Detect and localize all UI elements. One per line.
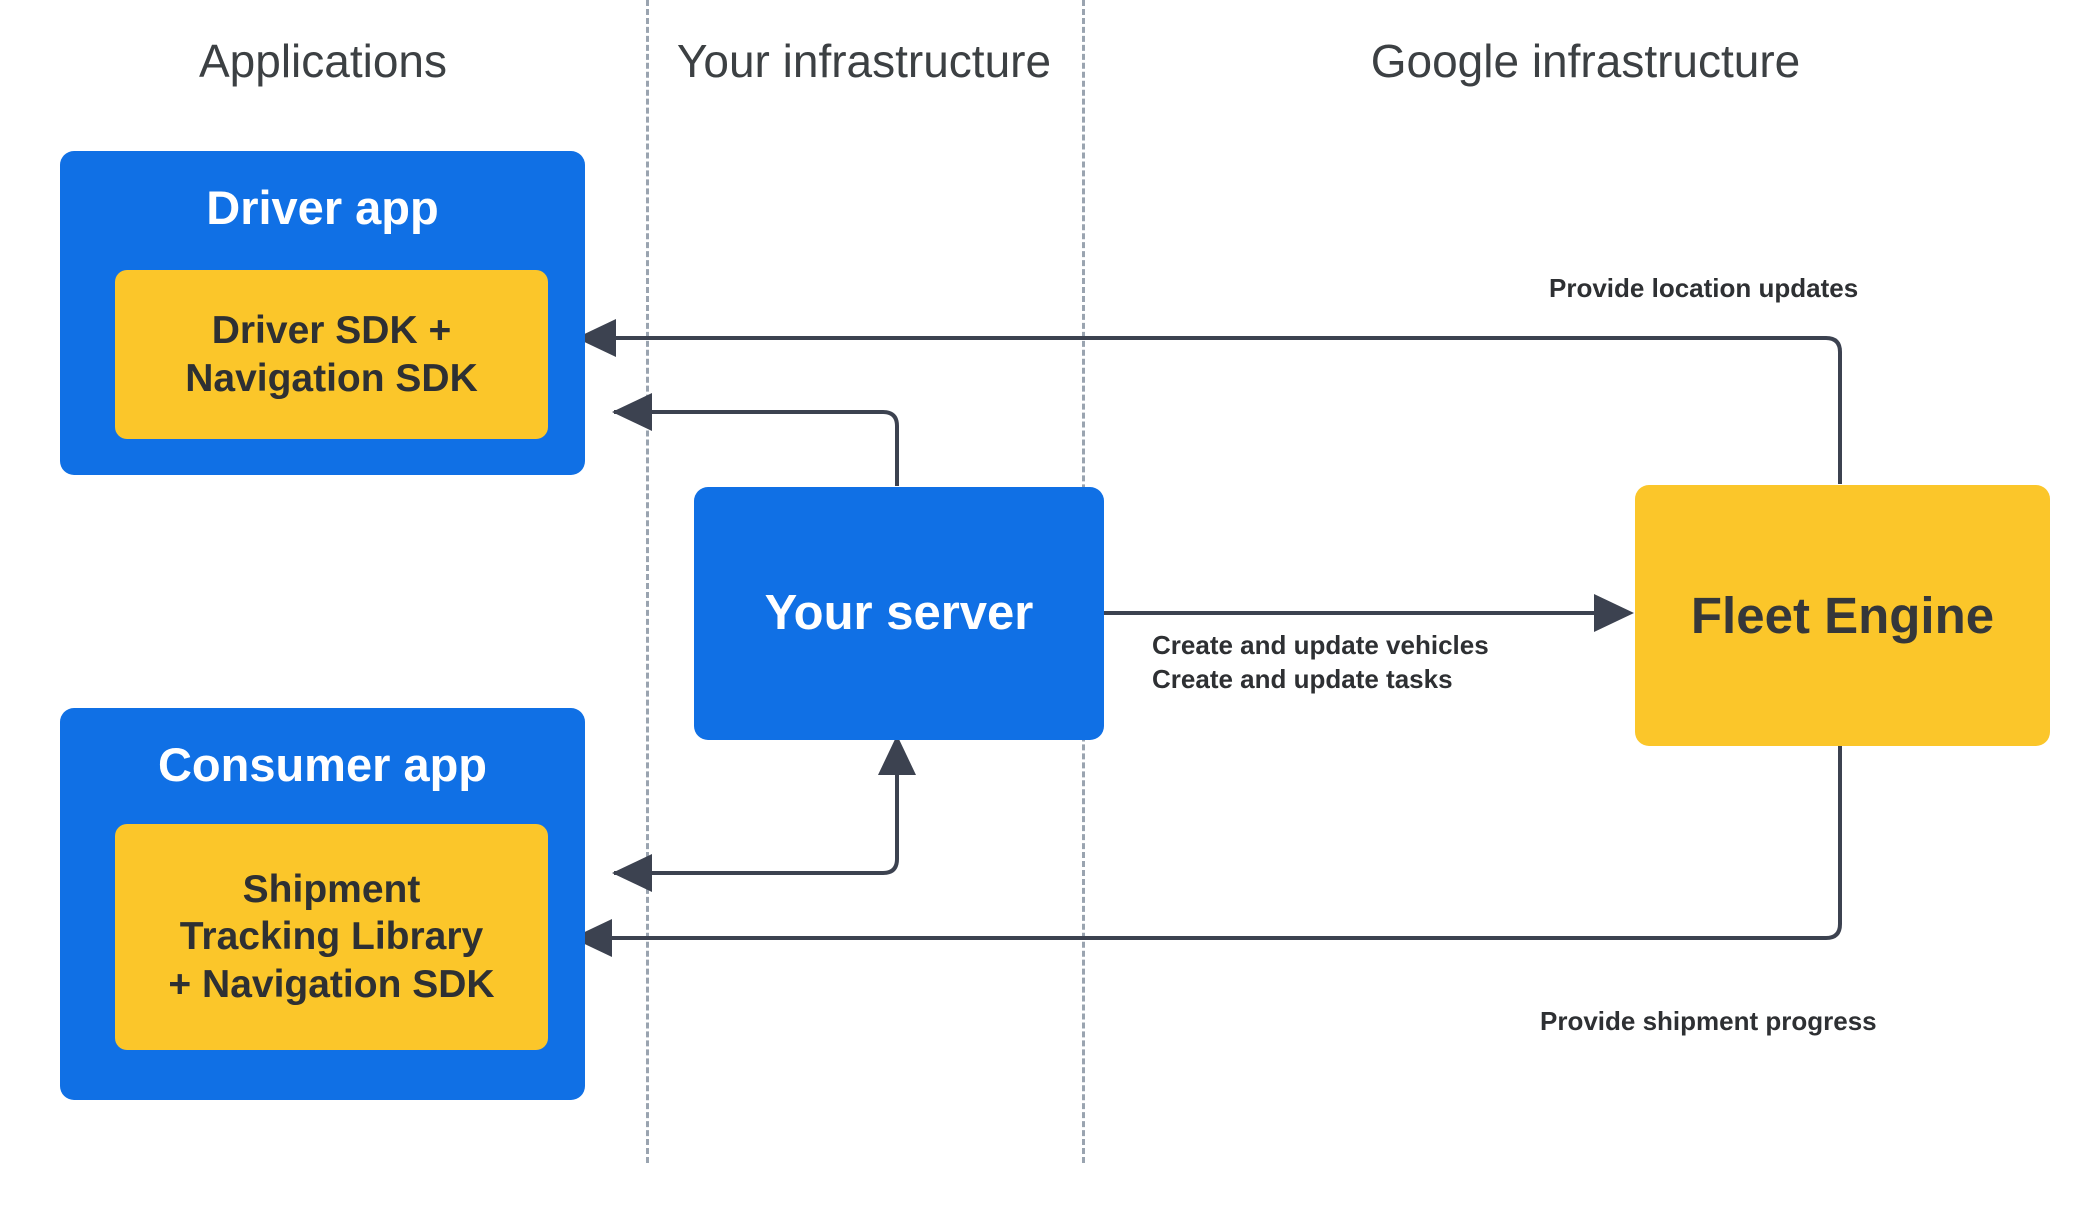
- column-heading-your-infrastructure: Your infrastructure: [676, 35, 1052, 87]
- driver-app-box[interactable]: Driver app Driver SDK + Navigation SDK: [60, 151, 585, 475]
- edge-fleet-engine-to-driver-sdk: [576, 319, 1842, 484]
- your-server-box[interactable]: Your server: [694, 487, 1104, 740]
- edge-consumer-app-to-your-server: [878, 735, 916, 775]
- fleet-engine-label: Fleet Engine: [1690, 587, 1995, 644]
- column-heading-google-infrastructure: Google infrastructure: [1370, 35, 1801, 87]
- edge-label-provide-location-updates: Provide location updates: [1549, 273, 1859, 303]
- driver-sdk-box[interactable]: Driver SDK + Navigation SDK: [115, 270, 548, 439]
- driver-app-title: Driver app: [206, 181, 439, 234]
- divider-applications-your-infrastructure: [646, 0, 649, 1163]
- edge-fleet-engine-to-shipment-tracking-library: [572, 746, 1842, 957]
- edge-label-provide-shipment-progress: Provide shipment progress: [1540, 1006, 1877, 1036]
- consumer-app-box[interactable]: Consumer app Shipment Tracking Library +…: [60, 708, 585, 1100]
- shipment-tracking-library-box[interactable]: Shipment Tracking Library + Navigation S…: [115, 824, 548, 1050]
- shipment-tracking-library-label: Shipment Tracking Library + Navigation S…: [168, 867, 495, 1006]
- driver-sdk-label: Driver SDK + Navigation SDK: [185, 308, 478, 400]
- edge-your-server-to-consumer-app: [612, 741, 899, 892]
- your-server-label: Your server: [764, 586, 1034, 640]
- fleet-engine-box[interactable]: Fleet Engine: [1635, 485, 2050, 746]
- column-heading-applications: Applications: [198, 35, 448, 87]
- edge-your-server-to-fleet-engine: [1104, 594, 1634, 632]
- consumer-app-title: Consumer app: [157, 738, 488, 791]
- edge-your-server-to-driver-app: [612, 393, 899, 486]
- edge-label-create-and-update: Create and update vehicles Create and up…: [1152, 630, 1489, 694]
